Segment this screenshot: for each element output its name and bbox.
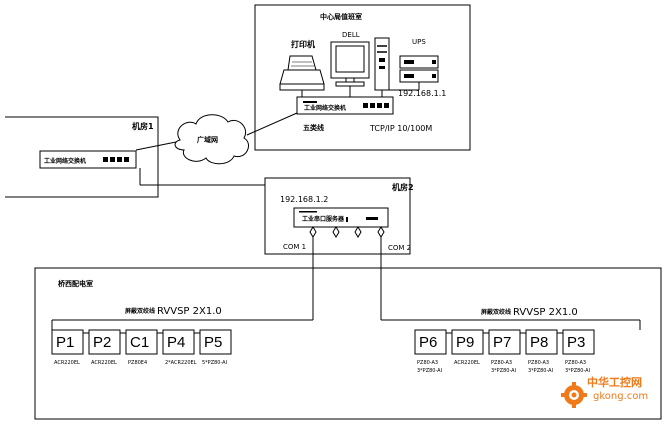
meter-model: 3*PZ80-AI <box>565 368 590 374</box>
meter-id: P1 <box>56 334 74 351</box>
com1-label: COM 1 <box>283 243 306 251</box>
tower-icon <box>374 37 390 91</box>
control-room-ip: 192.168.1.1 <box>398 89 446 98</box>
link-room1-wan <box>135 141 177 151</box>
room1-title: 机房1 <box>132 121 154 131</box>
pc-icon <box>330 41 370 87</box>
meter-box <box>88 329 121 355</box>
meter-box <box>488 329 521 355</box>
meter-model: ACR220EL <box>54 360 80 366</box>
meter-id: P3 <box>567 334 585 351</box>
room2-box <box>264 177 411 255</box>
wan-cloud-icon <box>174 114 249 165</box>
watermark-url: gkong.com <box>593 391 648 402</box>
meter-box <box>451 329 484 355</box>
meter-id: P4 <box>167 334 185 351</box>
room1-box <box>5 116 159 198</box>
link-wan-control <box>246 112 298 136</box>
right-cable-prefix: 屏蔽双绞线 <box>480 308 511 316</box>
meter-id: P5 <box>204 334 222 351</box>
printer-label: 打印机 <box>291 39 315 49</box>
switch-ports-icon <box>363 103 389 108</box>
ups-label: UPS <box>412 38 426 46</box>
meter-box <box>562 329 595 355</box>
ups-icon <box>399 55 439 83</box>
meter-model: 3*PZ80-AI <box>491 368 516 374</box>
meter-box <box>414 329 447 355</box>
room1-switch-ports-icon <box>103 157 129 162</box>
room2-title: 机房2 <box>392 182 414 192</box>
meter-box <box>199 329 232 355</box>
meter-id: P8 <box>530 334 548 351</box>
left-cable-spec: RVVSP 2X1.0 <box>157 306 222 317</box>
meter-model: 2*ACR220EL <box>165 360 197 366</box>
meter-model: PZ80-A3 <box>417 360 438 366</box>
meter-box <box>525 329 558 355</box>
printer-icon <box>279 55 325 91</box>
meter-id: P2 <box>93 334 111 351</box>
protocol-label: TCP/IP 10/100M <box>369 124 432 133</box>
cable-label: 五类线 <box>303 123 324 132</box>
meter-model: PZ80-A3 <box>528 360 549 366</box>
room1-switch-box <box>39 150 137 169</box>
left-cable-prefix: 屏蔽双绞线 <box>124 307 155 315</box>
wan-label: 广域网 <box>197 135 218 144</box>
serial-server-box <box>293 207 389 228</box>
control-switch-label: 工业网络交换机 <box>304 104 346 112</box>
meter-model: PZ80E4 <box>128 360 147 366</box>
watermark-brand: 中华工控网 <box>587 375 642 389</box>
meter-id: P6 <box>419 334 437 351</box>
meter-box <box>51 329 84 355</box>
com2-label: COM 2 <box>388 244 411 252</box>
meter-box <box>162 329 195 355</box>
substation-title: 桥西配电室 <box>58 279 93 288</box>
room2-ip: 192.168.1.2 <box>280 195 328 204</box>
meter-id: C1 <box>130 334 149 351</box>
meter-model: 3*PZ80-AI <box>528 368 553 374</box>
meter-box <box>125 329 158 355</box>
serial-server-label: 工业串口服务器 <box>302 215 345 223</box>
meter-model: PZ80-A3 <box>565 360 586 366</box>
control-switch-box <box>296 96 394 115</box>
meter-model: ACR220EL <box>454 360 480 366</box>
meter-model: 5*PZ80-AI <box>202 360 227 366</box>
substation-box <box>34 267 662 420</box>
com-ports-icon <box>309 226 385 238</box>
right-cable-spec: RVVSP 2X1.0 <box>513 307 578 318</box>
pc-label: DELL <box>342 31 360 39</box>
meter-model: PZ80-A3 <box>491 360 512 366</box>
control-room-title: 中心局值班室 <box>320 12 362 21</box>
meter-model: 3*PZ80-AI <box>417 368 442 374</box>
control-room-box <box>254 4 471 151</box>
room1-switch-label: 工业网络交换机 <box>44 157 86 165</box>
meter-id: P7 <box>493 334 511 351</box>
meter-id: P9 <box>456 334 474 351</box>
gkong-logo <box>561 382 587 408</box>
meter-model: ACR220EL <box>91 360 117 366</box>
